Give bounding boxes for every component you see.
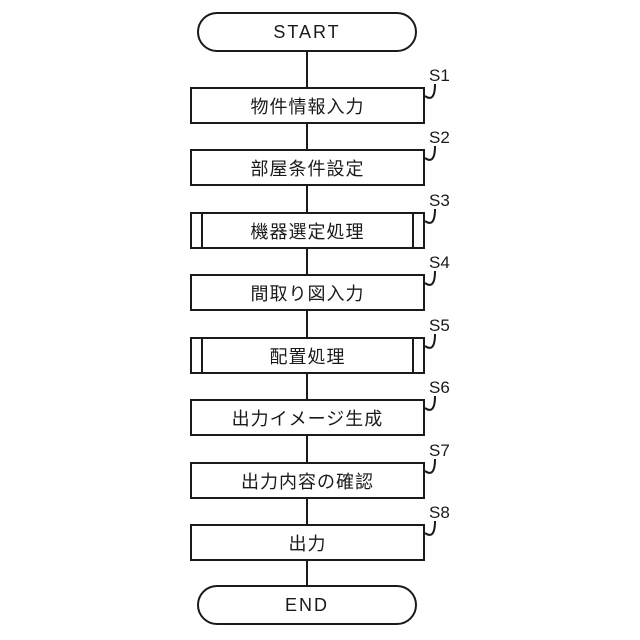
step-box-s1: 物件情報入力 (190, 87, 425, 124)
step-id-s8: S8 (429, 503, 450, 522)
leader-line-s8 (424, 520, 436, 536)
step-box-s5: 配置処理 (190, 337, 425, 374)
step-label-s3: 機器選定処理 (250, 221, 365, 242)
end-terminal: END (197, 585, 417, 625)
leader-line-s3 (424, 208, 436, 224)
step-id-s4: S4 (429, 253, 450, 272)
leader-line-s2 (424, 145, 436, 161)
step-label-s1: 物件情報入力 (250, 96, 365, 117)
step-id-s2: S2 (429, 128, 450, 147)
step-label-s6: 出力イメージ生成 (231, 408, 384, 429)
step-label-s8: 出力 (288, 533, 327, 554)
step-label-s7: 出力内容の確認 (241, 471, 374, 492)
leader-line-s4 (424, 270, 436, 286)
leader-line-s5 (424, 333, 436, 349)
step-box-s2: 部屋条件設定 (190, 149, 425, 186)
step-box-s3: 機器選定処理 (190, 212, 425, 249)
start-label: START (273, 21, 341, 42)
step-id-s3: S3 (429, 191, 450, 210)
step-id-s1: S1 (429, 66, 450, 85)
step-box-s6: 出力イメージ生成 (190, 399, 425, 436)
leader-line-s7 (424, 458, 436, 474)
step-label-s2: 部屋条件設定 (250, 158, 365, 179)
subroutine-bar-left (201, 339, 203, 372)
step-id-s5: S5 (429, 316, 450, 335)
step-label-s5: 配置処理 (269, 346, 346, 367)
step-box-s8: 出力 (190, 524, 425, 561)
leader-line-s6 (424, 395, 436, 411)
subroutine-bar-right (412, 339, 414, 372)
step-id-s6: S6 (429, 378, 450, 397)
subroutine-bar-right (412, 214, 414, 247)
start-terminal: START (197, 12, 417, 52)
step-label-s4: 間取り図入力 (250, 283, 365, 304)
step-box-s7: 出力内容の確認 (190, 462, 425, 499)
subroutine-bar-left (201, 214, 203, 247)
leader-line-s1 (424, 83, 436, 99)
end-label: END (284, 594, 329, 615)
step-id-s7: S7 (429, 441, 450, 460)
step-box-s4: 間取り図入力 (190, 274, 425, 311)
